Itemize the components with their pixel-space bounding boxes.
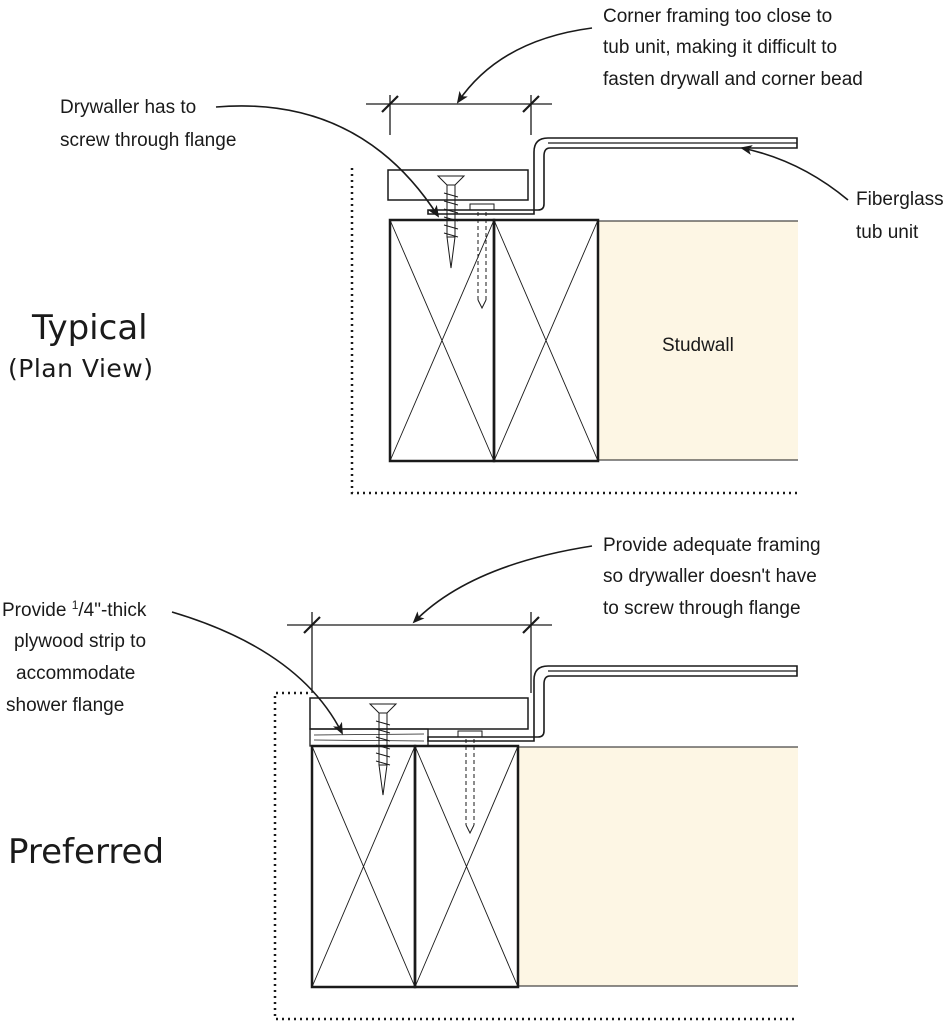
studwall-bottom [518, 747, 798, 986]
corner-studs [388, 218, 600, 463]
corner-studs-bottom [310, 744, 520, 989]
typical-plan-view: Corner framing too close to tub unit, ma… [8, 6, 945, 495]
leader-arrow-corner [456, 27, 593, 104]
dimension-line-top [366, 95, 552, 135]
dimension-line-bottom [287, 612, 552, 693]
leader-arrow-framing [412, 545, 593, 624]
callout-corner-framing: Corner framing too close to tub unit, ma… [603, 6, 863, 90]
flange-nail-bottom [457, 730, 483, 835]
leader-arrow-plywood [171, 611, 343, 735]
drywall-screw-bottom [368, 703, 398, 796]
preferred-title: Preferred [8, 832, 164, 872]
fiberglass-tub-unit [427, 137, 798, 215]
leader-arrow-drywaller [215, 105, 440, 218]
callout-drywaller: Drywaller has to screw through flange [60, 97, 236, 151]
fiberglass-tub-unit-bottom [427, 665, 798, 742]
drywall-screw [436, 175, 466, 269]
callout-fiberglass-tub: Fiberglass tub unit [856, 189, 945, 243]
drywall-panel-bottom [309, 697, 529, 730]
studwall-label: Studwall [662, 335, 734, 356]
callout-plywood-strip: Provide 1/4"-thick plywood strip to acco… [2, 598, 152, 716]
plan-view-subtitle: (Plan View) [8, 354, 153, 383]
dotted-wall-outline [350, 168, 798, 495]
plywood-strip [309, 728, 429, 747]
leader-arrow-tub [740, 145, 849, 201]
drywall-panel [387, 169, 529, 201]
studwall [598, 221, 798, 460]
preferred-plan-view: Provide adequate framing so drywaller do… [2, 535, 826, 1021]
flange-nail [469, 203, 495, 310]
typical-title: Typical [31, 308, 148, 348]
callout-adequate-framing: Provide adequate framing so drywaller do… [603, 535, 826, 619]
